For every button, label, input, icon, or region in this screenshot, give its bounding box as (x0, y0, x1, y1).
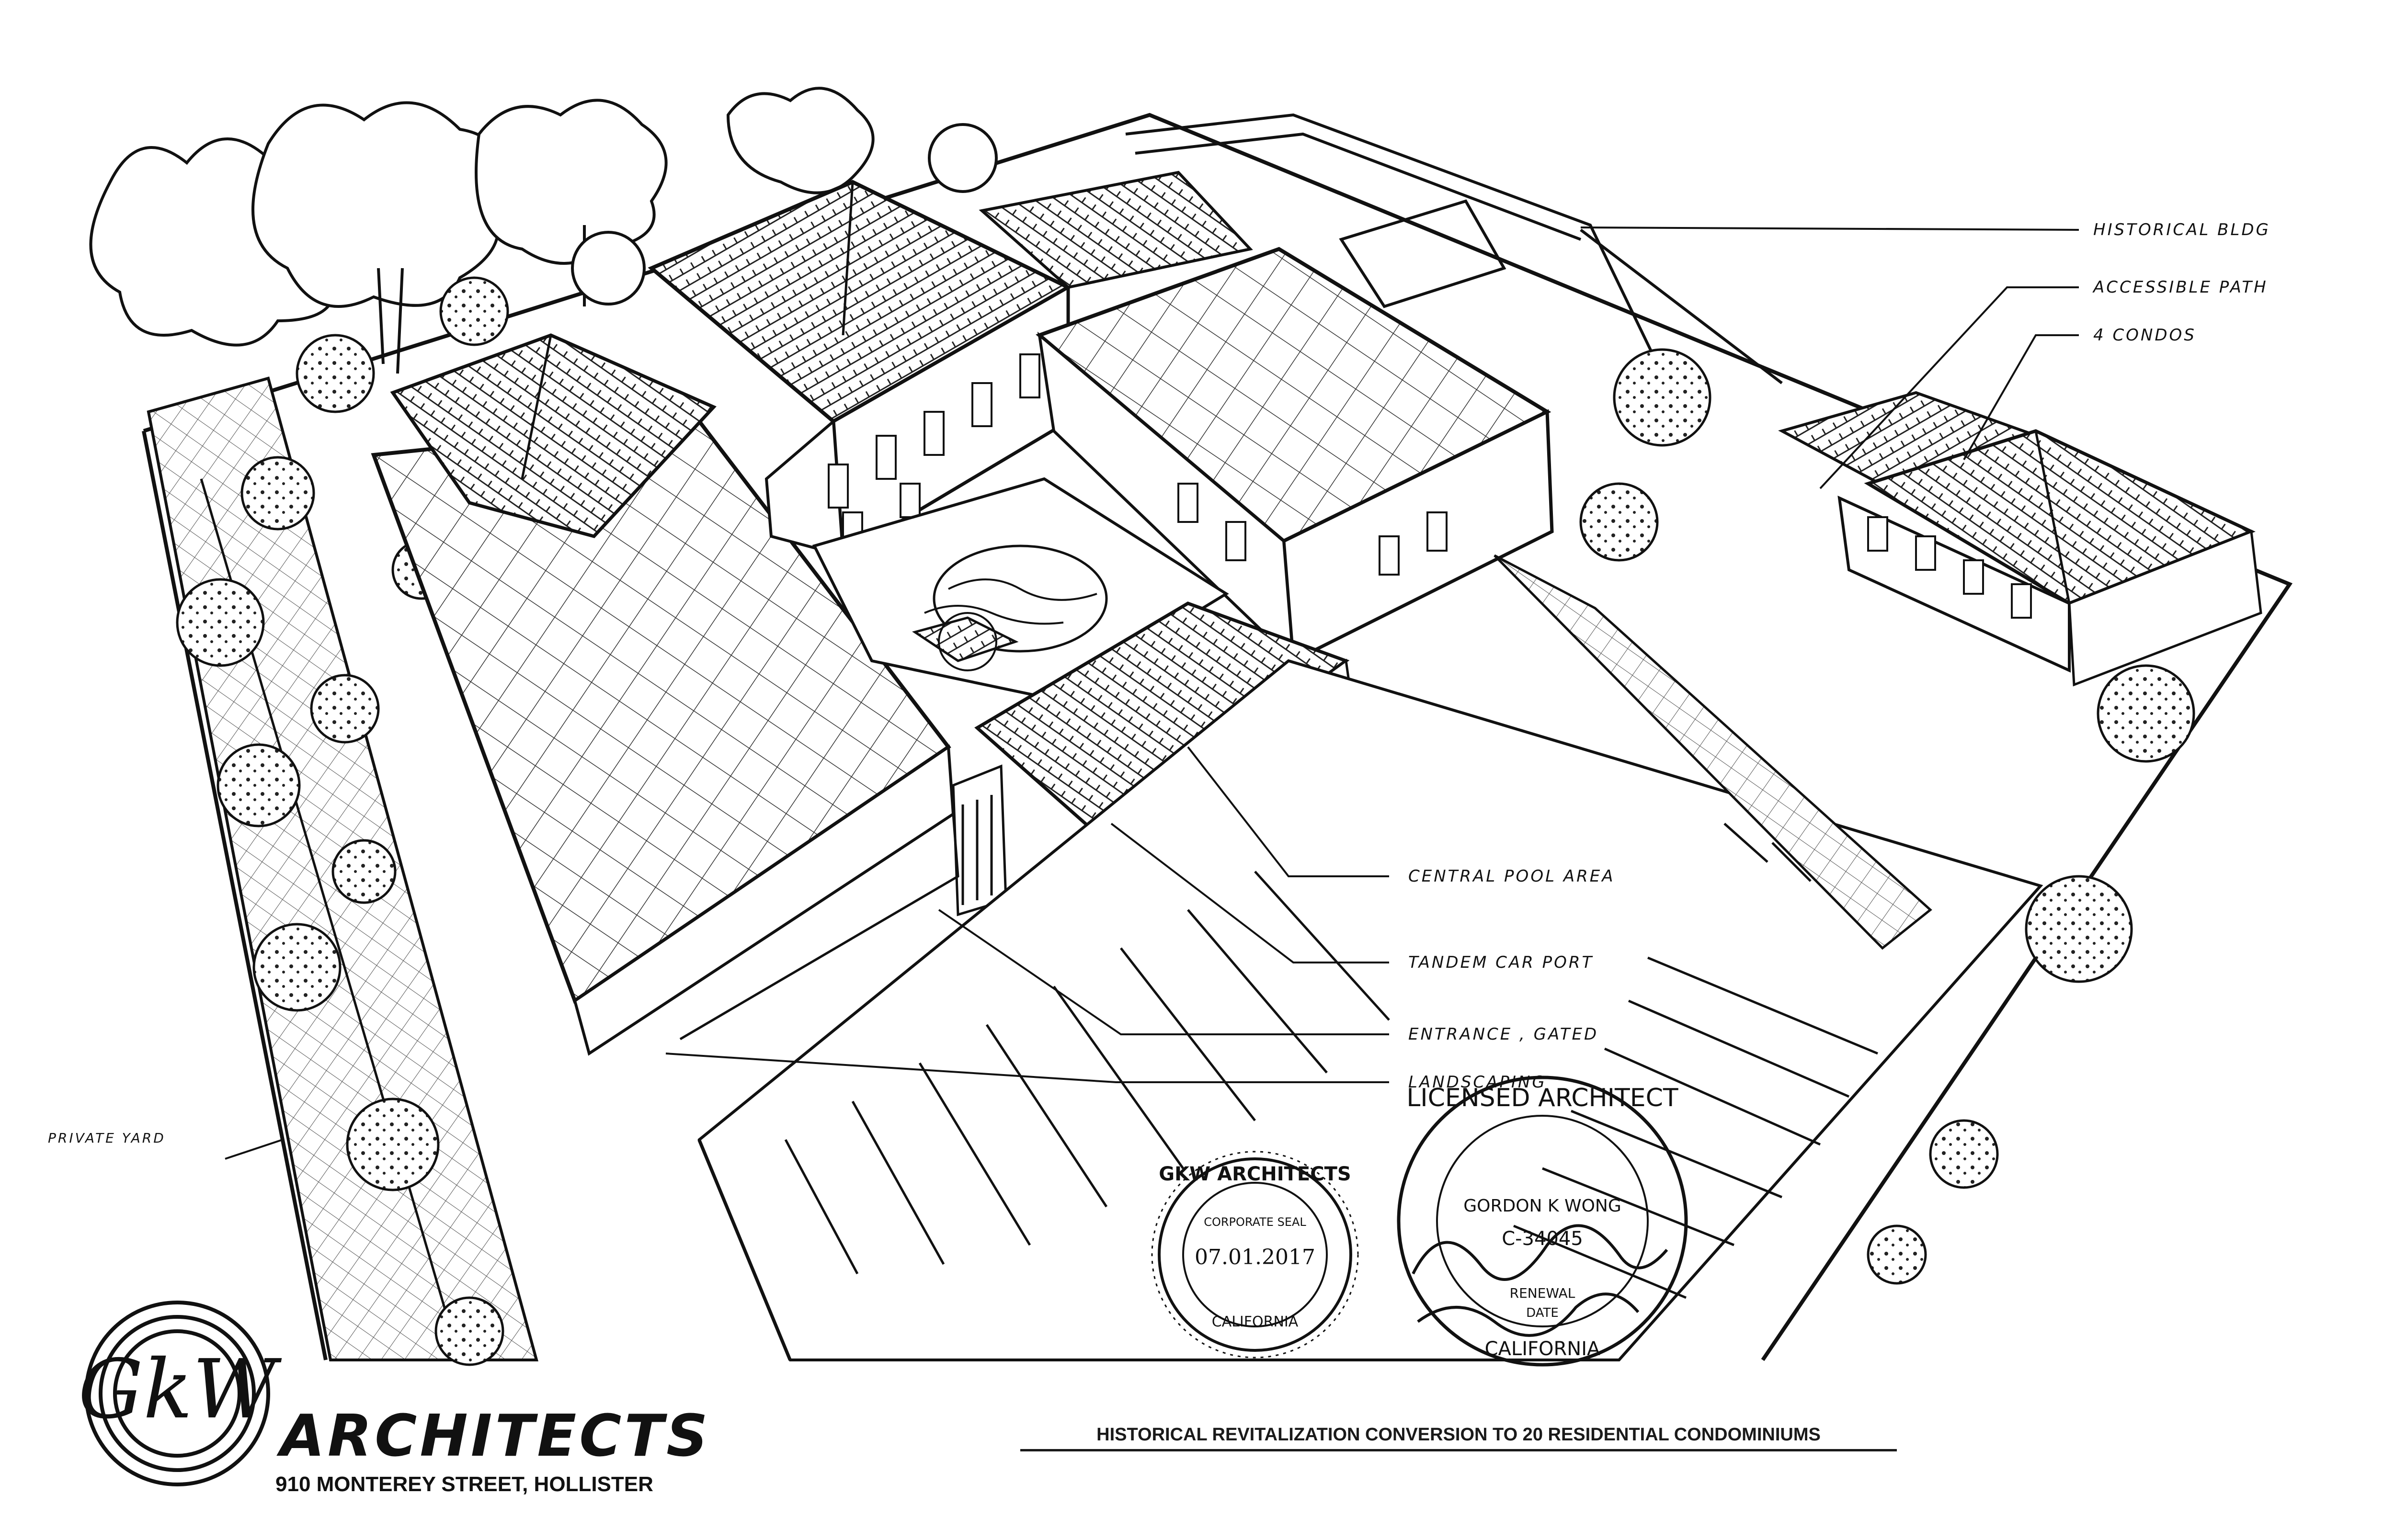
right-tree-row (1579, 348, 2195, 1285)
left-tree-row (176, 276, 509, 1366)
corporate-seal: GKW ARCHITECTS CORPORATE SEAL 07.01.2017… (1151, 1151, 1359, 1359)
svg-text:LICENSED ARCHITECT: LICENSED ARCHITECT (1406, 1084, 1678, 1112)
svg-text:CORPORATE SEAL: CORPORATE SEAL (1204, 1215, 1306, 1229)
svg-text:GORDON K WONG: GORDON K WONG (1463, 1196, 1621, 1216)
svg-text:CALIFORNIA: CALIFORNIA (1212, 1314, 1299, 1330)
callout-tandem-car-port: TANDEM CAR PORT (1408, 953, 1594, 972)
svg-text:07.01.2017: 07.01.2017 (1195, 1245, 1315, 1269)
left-flat-roof-building (371, 333, 959, 1056)
callout-central-pool-area: CENTRAL POOL AREA (1408, 867, 1615, 886)
svg-text:GkW: GkW (78, 1342, 282, 1437)
callout-private-yard: PRIVATE YARD (48, 1130, 166, 1146)
callout-historical-bldg: HISTORICAL BLDG (2093, 220, 2270, 239)
svg-text:GKW ARCHITECTS: GKW ARCHITECTS (1159, 1163, 1351, 1185)
right-condos (1778, 391, 2262, 687)
entrance-gate (952, 764, 1007, 917)
parking-lot (697, 554, 2043, 1361)
firm-name: ARCHITECTS (280, 1403, 711, 1470)
license-stamp: LICENSED ARCHITECT GORDON K WONG C-34045… (1397, 1076, 1688, 1367)
historical-building (648, 170, 1253, 558)
callout-landscaping: LANDSCAPING (1408, 1073, 1547, 1092)
svg-text:C-34045: C-34045 (1502, 1228, 1583, 1250)
gkw-logo: GkW (78, 1301, 282, 1486)
rear-fence (1125, 113, 1783, 385)
drawing-title: HISTORICAL REVITALIZATION CONVERSION TO … (1020, 1425, 1897, 1451)
background-trees (89, 87, 998, 374)
svg-text:DATE: DATE (1526, 1306, 1559, 1320)
callout-four-condos: 4 CONDOS (2093, 326, 2196, 345)
firm-address: 910 MONTEREY STREET, HOLLISTER (275, 1472, 653, 1496)
svg-text:RENEWAL: RENEWAL (1510, 1285, 1575, 1301)
flat-roof-condo-building (1036, 247, 1554, 665)
callout-entrance-gated: ENTRANCE , GATED (1408, 1025, 1599, 1044)
callout-accessible-path: ACCESSIBLE PATH (2093, 278, 2268, 297)
svg-text:CALIFORNIA: CALIFORNIA (1485, 1338, 1600, 1360)
historical-bldg-windows (828, 353, 1040, 547)
callout-leaders (225, 226, 2079, 1160)
